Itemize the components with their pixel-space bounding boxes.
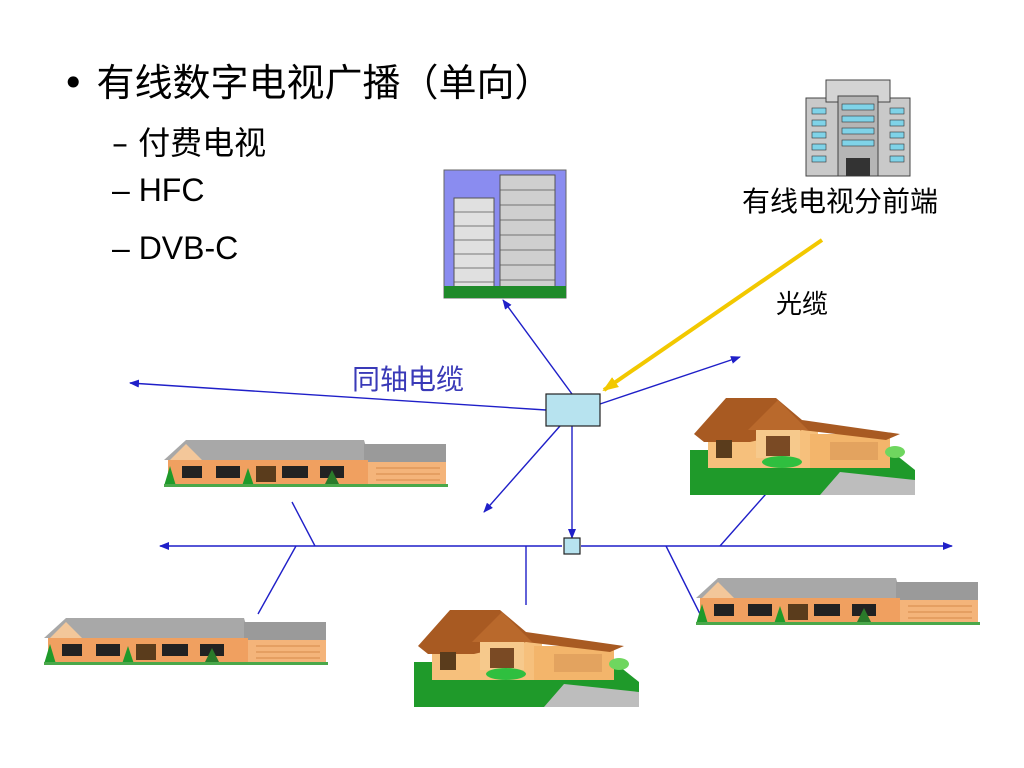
house-ranch-bottom-left [43,617,329,666]
main-distribution-node [545,393,601,427]
fiber-cable [602,238,824,392]
house-ranch-top-left [163,439,449,488]
coax-lines [129,299,953,615]
house-cottage-bottom [414,610,639,707]
headend-label: 有线电视分前端 [742,185,939,218]
coax-label: 同轴电缆 [352,363,465,396]
slide-title: • 有线数字电视广播（单向） [62,61,553,105]
bullet-pay-tv: – 付费电视 [112,124,267,162]
bullet-hfc: – HFC [112,172,205,208]
headend-building [805,79,911,177]
house-ranch-bottom-right [695,577,981,626]
secondary-distribution-node [563,537,581,555]
bullet-dvb-c: – DVB-C [112,230,239,266]
city-buildings-image [443,169,567,299]
house-cottage-right [690,398,915,495]
fiber-label: 光缆 [776,290,829,320]
